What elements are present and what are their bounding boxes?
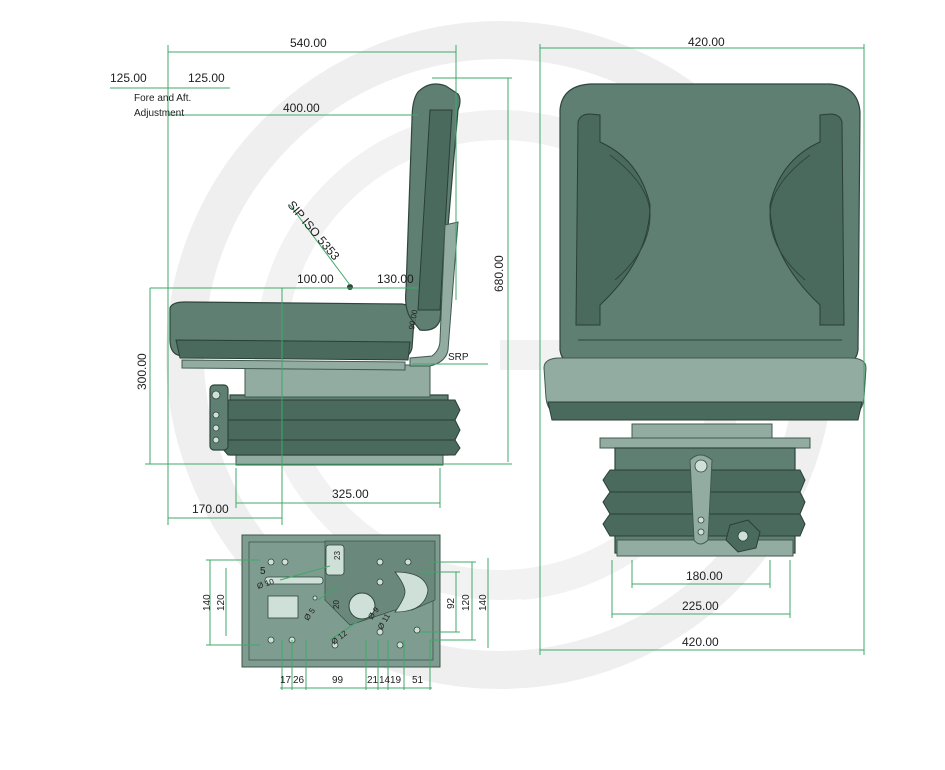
fore-aft-caption-line2: Adjustment xyxy=(134,108,184,119)
seat-height-label: 300.00 xyxy=(135,353,149,390)
plate-bottom-dimensions: 17 26 99 21 14 19 51 xyxy=(280,675,424,686)
plate-bottom-dim-14: 14 xyxy=(379,675,391,686)
plate-bottom-dim-17: 17 xyxy=(280,675,292,686)
mounting-plate-dimension-lines xyxy=(206,558,489,690)
plate-right-120-label: 120 xyxy=(461,594,472,611)
fore-aft-caption-line1: Fore and Aft. xyxy=(134,93,191,104)
front-view-seat xyxy=(543,83,867,557)
slide-width-outer-label: 225.00 xyxy=(682,599,719,613)
sip-to-backrest-label: 130.00 xyxy=(377,272,414,286)
plate-outer-pitch-left-label: 140 xyxy=(202,594,213,611)
plate-top-label: 23 xyxy=(333,551,342,560)
sip-offset-label: 100.00 xyxy=(297,272,334,286)
plate-bottom-dim-51: 51 xyxy=(412,675,424,686)
srp-label: SRP xyxy=(448,352,469,363)
base-offset-label: 170.00 xyxy=(192,502,229,516)
plate-slot-label: 5 xyxy=(260,566,266,577)
backrest-depth-label: 400.00 xyxy=(283,101,320,115)
overall-depth-label: 540.00 xyxy=(290,36,327,50)
small-angle-label: 90.00 xyxy=(407,309,419,331)
fore-aft-plus-label: 125.00 xyxy=(188,71,225,85)
plate-bottom-dim-26: 26 xyxy=(293,675,305,686)
base-depth-label: 325.00 xyxy=(332,487,369,501)
plate-right-92-label: 92 xyxy=(446,597,457,609)
backrest-width-label: 420.00 xyxy=(688,35,725,49)
mounting-plate xyxy=(241,534,441,668)
plate-bottom-dim-21: 21 xyxy=(367,675,379,686)
fore-aft-minus-label: 125.00 xyxy=(110,71,147,85)
plate-label-20: 20 xyxy=(332,600,341,609)
front-view-dimension-lines xyxy=(539,44,865,655)
overall-height-label: 680.00 xyxy=(492,255,506,292)
plate-bottom-dim-99: 99 xyxy=(332,675,344,686)
side-view-dimension-lines xyxy=(110,45,512,525)
overall-width-label: 420.00 xyxy=(682,635,719,649)
plate-right-140-label: 140 xyxy=(478,594,489,611)
plate-inner-pitch-left-label: 120 xyxy=(216,594,227,611)
slide-width-inner-label: 180.00 xyxy=(686,569,723,583)
plate-bottom-dim-19: 19 xyxy=(390,675,402,686)
